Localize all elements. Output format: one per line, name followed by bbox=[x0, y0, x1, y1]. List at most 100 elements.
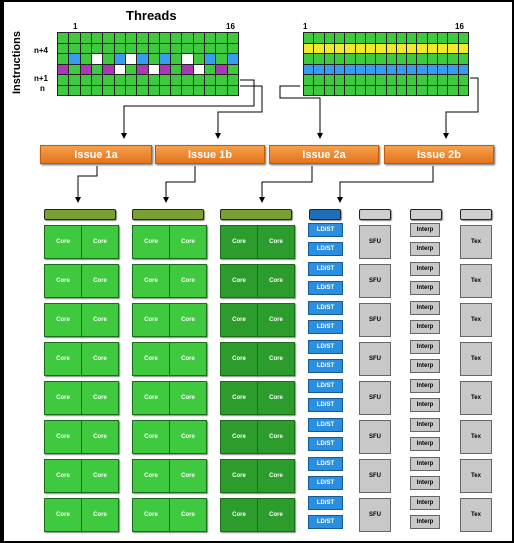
ldst-unit: LD/ST bbox=[308, 301, 343, 315]
right-warp-thread-cell bbox=[438, 33, 448, 43]
left-warp-thread-cell bbox=[91, 43, 103, 53]
ldst-unit: LD/ST bbox=[308, 223, 343, 237]
ldst-unit: LD/ST bbox=[308, 398, 343, 412]
left-warp-thread-cell bbox=[58, 75, 69, 85]
arrow-to-issue-1b bbox=[215, 85, 263, 139]
right-warp-thread-cell bbox=[355, 75, 365, 85]
right-warp-thread-cell bbox=[386, 85, 396, 95]
right-warp-thread-cell bbox=[365, 75, 376, 85]
tex-unit: Tex bbox=[460, 498, 492, 532]
core-unit: Core bbox=[81, 381, 119, 415]
sfu-unit: SFU bbox=[359, 342, 391, 376]
left-warp-thread-cell bbox=[159, 54, 171, 64]
right-warp-thread-cell bbox=[376, 85, 386, 95]
right-warp-thread-cell bbox=[407, 75, 417, 85]
left-warp-thread-cell bbox=[103, 54, 114, 64]
right-warp-thread-cell bbox=[304, 54, 314, 64]
left-warp-thread-cell bbox=[148, 75, 159, 85]
left-warp-thread-cell bbox=[171, 64, 182, 74]
left-warp-thread-cell bbox=[148, 54, 159, 64]
interp-unit: Interp bbox=[410, 476, 440, 490]
right-warp-thread-cell bbox=[345, 33, 355, 43]
right-warp-thread-cell bbox=[407, 54, 417, 64]
ldst-unit: LD/ST bbox=[308, 476, 343, 490]
right-warp-thread-cell bbox=[386, 54, 396, 64]
left-warp-thread-cell bbox=[171, 85, 182, 95]
ldst-header bbox=[309, 209, 341, 220]
left-warp-thread-cell bbox=[69, 85, 80, 95]
interp-unit: Interp bbox=[410, 457, 440, 471]
core-unit: Core bbox=[132, 303, 170, 337]
left-warp-thread-cell bbox=[227, 33, 238, 43]
arrow-issue-2b-to-ldst bbox=[337, 166, 434, 203]
interp-unit: Interp bbox=[410, 515, 440, 529]
sfu-unit: SFU bbox=[359, 459, 391, 493]
left-warp-thread-cell bbox=[193, 33, 205, 43]
interp-unit: Interp bbox=[410, 496, 440, 510]
left-warp-thread-cell bbox=[148, 64, 159, 74]
left-warp-thread-cell bbox=[182, 54, 193, 64]
core-group-c-header bbox=[220, 209, 292, 220]
sfu-unit: SFU bbox=[359, 420, 391, 454]
right-warp-thread-cell bbox=[396, 64, 407, 74]
interp-unit: Interp bbox=[410, 242, 440, 256]
ldst-unit: LD/ST bbox=[308, 242, 343, 256]
core-unit: Core bbox=[220, 264, 258, 298]
right-warp-thread-cell bbox=[417, 33, 427, 43]
left-warp-thread-cell bbox=[58, 54, 69, 64]
left-warp-thread-cell bbox=[80, 75, 91, 85]
left-warp-thread-cell bbox=[114, 43, 125, 53]
sfu-unit: SFU bbox=[359, 225, 391, 259]
interp-unit: Interp bbox=[410, 301, 440, 315]
left-warp-thread-cell bbox=[148, 85, 159, 95]
left-warp-thread-cell bbox=[91, 85, 103, 95]
right-warp-thread-cell bbox=[365, 43, 376, 53]
right-warp-thread-cell bbox=[396, 54, 407, 64]
left-warp-thread-cell bbox=[193, 85, 205, 95]
left-warp-thread-cell bbox=[137, 54, 148, 64]
right-warp-thread-cell bbox=[314, 33, 324, 43]
left-warp-thread-cell bbox=[159, 33, 171, 43]
arrow-to-issue-2a bbox=[279, 85, 323, 139]
right-warp-thread-cell bbox=[345, 75, 355, 85]
ldst-unit: LD/ST bbox=[308, 320, 343, 334]
core-unit: Core bbox=[169, 420, 207, 454]
left-warp-thread-cell bbox=[91, 75, 103, 85]
left-warp-thread-cell bbox=[216, 54, 227, 64]
left-warp-thread-cell bbox=[216, 43, 227, 53]
left-warp-thread-cell bbox=[205, 64, 216, 74]
right-warp-thread-cell bbox=[407, 64, 417, 74]
core-unit: Core bbox=[44, 264, 82, 298]
interp-unit: Interp bbox=[410, 223, 440, 237]
left-warp-thread-cell bbox=[137, 75, 148, 85]
right-warp-thread-cell bbox=[324, 75, 334, 85]
right-warp-thread-cell bbox=[417, 43, 427, 53]
left-warp-thread-cell bbox=[171, 75, 182, 85]
left-warp-thread-cell bbox=[193, 64, 205, 74]
right-warp-thread-cell bbox=[324, 54, 334, 64]
ldst-unit: LD/ST bbox=[308, 457, 343, 471]
right-warp-thread-cell bbox=[334, 64, 345, 74]
core-unit: Core bbox=[132, 342, 170, 376]
left-warp-thread-cell bbox=[216, 33, 227, 43]
core-unit: Core bbox=[132, 381, 170, 415]
tex-unit: Tex bbox=[460, 225, 492, 259]
right-warp-thread-cell bbox=[324, 43, 334, 53]
interp-unit: Interp bbox=[410, 418, 440, 432]
core-unit: Core bbox=[44, 225, 82, 259]
ldst-unit: LD/ST bbox=[308, 340, 343, 354]
right-warp-thread-cell bbox=[334, 85, 345, 95]
ldst-unit: LD/ST bbox=[308, 515, 343, 529]
sfu-unit: SFU bbox=[359, 303, 391, 337]
left-warp-thread-cell bbox=[80, 43, 91, 53]
left-warp-thread-cell bbox=[216, 75, 227, 85]
core-unit: Core bbox=[132, 498, 170, 532]
left-warp-thread-cell bbox=[216, 64, 227, 74]
core-unit: Core bbox=[220, 342, 258, 376]
left-warp-thread-cell bbox=[103, 64, 114, 74]
arrow-to-issue-2b bbox=[443, 77, 479, 139]
left-warp-thread-cell bbox=[205, 33, 216, 43]
left-warp-thread-cell bbox=[227, 85, 238, 95]
ldst-unit: LD/ST bbox=[308, 496, 343, 510]
